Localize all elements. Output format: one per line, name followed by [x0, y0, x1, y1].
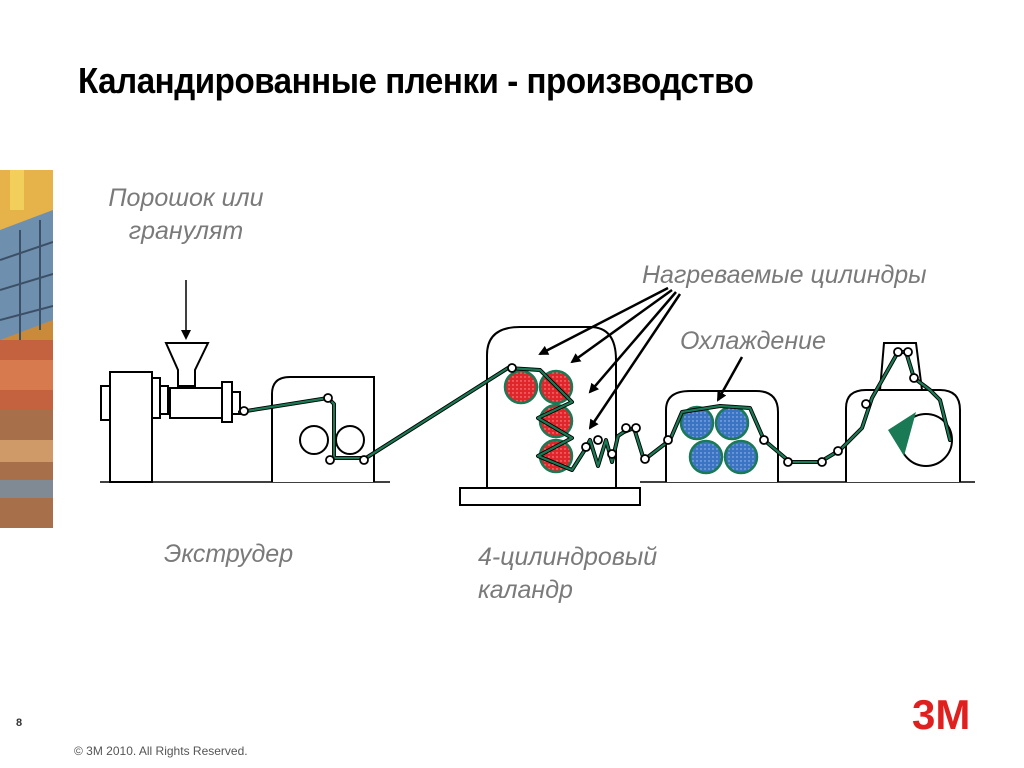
guide-roller: [663, 435, 673, 445]
cooling-roll-4: [723, 439, 759, 475]
extruder-coupling-2: [159, 385, 169, 415]
slide-title: Каландированные пленки - производство: [78, 60, 754, 101]
guide-roller: [903, 347, 913, 357]
page-number: 8: [16, 717, 23, 729]
guide-roller: [631, 423, 641, 433]
guide-roller: [621, 423, 631, 433]
3m-logo: 3M: [912, 691, 988, 738]
roll-stand-roll-left: [299, 425, 329, 455]
heated-roll-1: [503, 369, 539, 405]
extruder-coupling: [151, 377, 161, 419]
calender-label: 4-цилиндровый каландр: [478, 543, 658, 604]
winder-direction-arrow: [888, 412, 916, 456]
guide-roller: [323, 393, 333, 403]
guide-rollers: [239, 347, 919, 467]
side-photo-strip: [0, 170, 53, 528]
guide-roller: [909, 373, 919, 383]
annotation-arrows: [538, 286, 744, 430]
extruder-motor-body: [109, 371, 153, 483]
cooling-roll-2: [714, 405, 750, 441]
guide-roller: [833, 446, 843, 456]
guide-roller: [640, 454, 650, 464]
guide-roller: [861, 399, 871, 409]
guide-roller: [239, 406, 249, 416]
guide-roller: [593, 435, 603, 445]
cooling-rolls: [679, 405, 759, 475]
extruder-barrel: [169, 387, 223, 419]
cooling-arrow: [716, 356, 744, 402]
powder-label: Порошок или гранулят: [108, 184, 264, 245]
guide-roller: [893, 347, 903, 357]
guide-roller: [581, 442, 591, 452]
guide-roller: [325, 455, 335, 465]
guide-roller: [759, 435, 769, 445]
3m-logo-text: 3M: [912, 693, 970, 733]
extruder-nozzle: [231, 391, 241, 415]
calender-base: [459, 487, 641, 506]
extruder-flange: [221, 381, 233, 423]
heated-arrow-2: [570, 288, 673, 364]
cooling-label: Охлаждение: [680, 327, 826, 355]
extruder: [100, 342, 241, 483]
copyright-text: © 3M 2010. All Rights Reserved.: [74, 744, 248, 758]
guide-roller: [607, 449, 617, 459]
guide-roller: [359, 455, 369, 465]
heated-arrow-4: [588, 293, 682, 430]
heated-arrow-1: [538, 286, 669, 356]
extruder-label: Экструдер: [164, 540, 294, 568]
guide-roller: [783, 457, 793, 467]
hopper: [164, 342, 210, 387]
guide-roller: [507, 363, 517, 373]
cooling-roll-1: [679, 405, 715, 441]
guide-roller: [817, 457, 827, 467]
cooling-roll-3: [688, 439, 724, 475]
extruder-motor-cap: [100, 385, 111, 421]
heated-cylinders-label: Нагреваемые цилиндры: [642, 261, 927, 289]
roll-stand-roll-right: [335, 425, 365, 455]
roll-stand: [271, 376, 375, 482]
heated-arrow-3: [588, 291, 677, 394]
